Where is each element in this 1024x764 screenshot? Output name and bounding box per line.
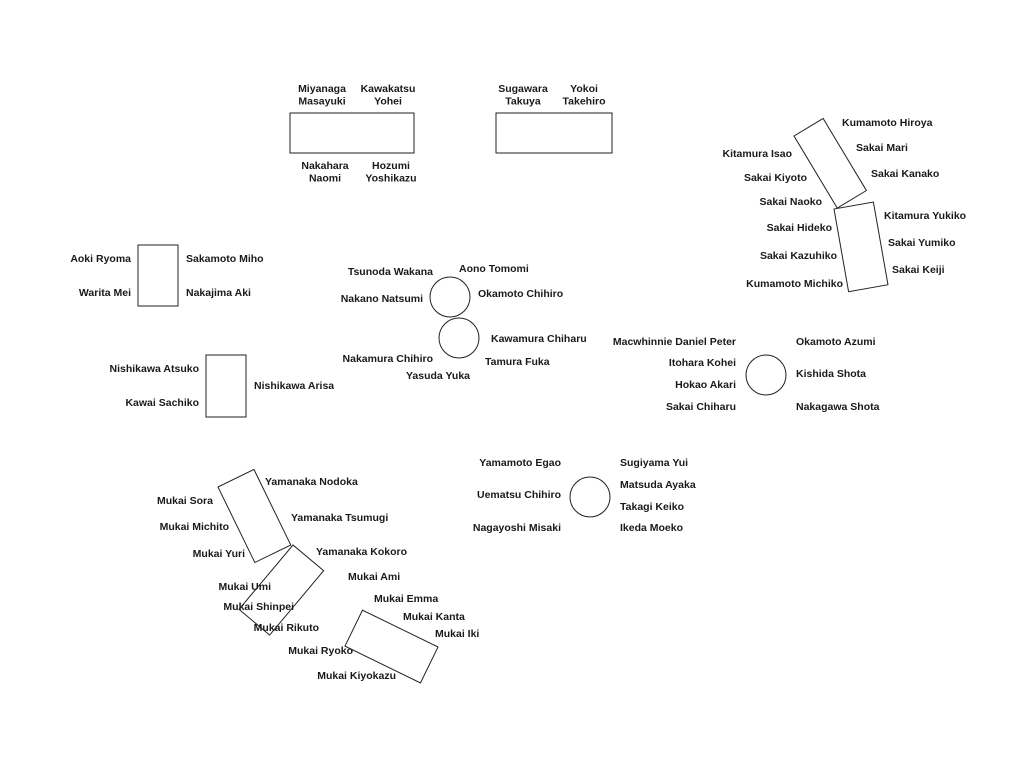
seat-label-t5-s1: Aoki Ryoma <box>70 253 131 265</box>
seat-label-t3-s3: Sakai Mari <box>856 142 908 154</box>
seat-label-t4-s2: Sakai Hideko <box>767 222 832 234</box>
rect-table-t8 <box>205 354 247 418</box>
round-table-t10 <box>569 476 611 518</box>
round-table-t7 <box>438 317 480 359</box>
seat-label-t6-s4: Okamoto Chihiro <box>478 288 563 300</box>
rect-table-t11 <box>217 468 292 564</box>
seat-label-t8-s2: Nishikawa Arisa <box>254 380 334 392</box>
seat-label-t13-s3: Mukai Iki <box>435 628 479 640</box>
seat-label-t11-s1: Yamanaka Nodoka <box>265 476 358 488</box>
rect-table-t4 <box>833 201 889 293</box>
seat-label-t11-s2: Mukai Sora <box>157 495 213 507</box>
seat-label-t8-s1: Nishikawa Atsuko <box>110 363 199 375</box>
seat-label-t3-s2: Kitamura Isao <box>723 148 792 160</box>
seat-label-t10-s6: Nagayoshi Misaki <box>473 522 561 534</box>
seat-label-t9-s4: Kishida Shota <box>796 368 866 380</box>
seat-label-t5-s3: Warita Mei <box>79 287 131 299</box>
seat-label-t10-s2: Sugiyama Yui <box>620 457 688 469</box>
seat-label-t9-s5: Hokao Akari <box>675 379 736 391</box>
rect-table-t12 <box>238 544 325 636</box>
seat-label-t9-s3: Itohara Kohei <box>669 357 736 369</box>
seat-label-t5-s2: Sakamoto Miho <box>186 253 264 265</box>
seat-label-t4-s1: Kitamura Yukiko <box>884 210 966 222</box>
rect-table-t2 <box>495 112 613 154</box>
seat-label-t11-s5: Mukai Yuri <box>193 548 245 560</box>
seat-label-t13-s4: Mukai Ryoko <box>288 645 353 657</box>
seat-label-t13-s2: Mukai Kanta <box>403 611 465 623</box>
seat-label-t9-s6: Sakai Chiharu <box>666 401 736 413</box>
rect-table-t13 <box>344 609 439 684</box>
seat-label-t4-s5: Sakai Keiji <box>892 264 945 276</box>
rect-table-t5 <box>137 244 179 307</box>
seat-label-t3-s4: Sakai Kiyoto <box>744 172 807 184</box>
seat-label-t10-s1: Yamamoto Egao <box>479 457 561 469</box>
seat-label-t11-s3: Mukai Michito <box>160 521 229 533</box>
seat-label-t13-s5: Mukai Kiyokazu <box>317 670 396 682</box>
seat-label-t10-s5: Takagi Keiko <box>620 501 684 513</box>
seat-label-t9-s2: Okamoto Azumi <box>796 336 876 348</box>
seat-label-t10-s4: Uematsu Chihiro <box>477 489 561 501</box>
seat-label-t6-s1: Tsunoda Wakana <box>348 266 433 278</box>
seat-label-t7-s1: Kawamura Chiharu <box>491 333 587 345</box>
seat-label-t3-s5: Sakai Kanako <box>871 168 939 180</box>
seat-label-t12-s4: Mukai Shinpei <box>223 601 294 613</box>
seat-label-t9-s1: Macwhinnie Daniel Peter <box>613 336 736 348</box>
seat-label-t4-s4: Sakai Kazuhiko <box>760 250 837 262</box>
seat-label-t7-s4: Yasuda Yuka <box>406 370 470 382</box>
seat-label-t9-s7: Nakagawa Shota <box>796 401 880 413</box>
seat-label-t6-s2: Aono Tomomi <box>459 263 529 275</box>
seat-label-t12-s3: Mukai Umi <box>218 581 271 593</box>
seat-label-t5-s4: Nakajima Aki <box>186 287 251 299</box>
seat-label-t11-s4: Yamanaka Tsumugi <box>291 512 388 524</box>
seat-label-t12-s2: Mukai Ami <box>348 571 400 583</box>
seat-label-t3-s1: Kumamoto Hiroya <box>842 117 933 129</box>
seat-label-t6-s3: Nakano Natsumi <box>341 293 423 305</box>
seat-label-t13-s1: Mukai Emma <box>374 593 438 605</box>
seat-label-t4-s6: Kumamoto Michiko <box>746 278 843 290</box>
table-group-t9: Macwhinnie Daniel Peter Okamoto AzumiItoh… <box>613 336 880 413</box>
seat-label-t10-s7: Ikeda Moeko <box>620 522 683 534</box>
seat-label-t7-s2: Nakamura Chihiro <box>343 353 433 365</box>
seat-label-t12-s5: Mukai Rikuto <box>254 622 319 634</box>
seat-label-t3-s6: Sakai Naoko <box>760 196 822 208</box>
seat-label-t8-s3: Kawai Sachiko <box>125 397 199 409</box>
rect-table-t1 <box>289 112 415 154</box>
rect-table-t3 <box>793 117 868 209</box>
round-table-t9 <box>745 354 787 396</box>
round-table-t6 <box>429 276 471 318</box>
seat-label-t12-s1: Yamanaka Kokoro <box>316 546 407 558</box>
seat-label-t4-s3: Sakai Yumiko <box>888 237 956 249</box>
seat-label-t10-s3: Matsuda Ayaka <box>620 479 696 491</box>
seat-label-t7-s3: Tamura Fuka <box>485 356 550 368</box>
